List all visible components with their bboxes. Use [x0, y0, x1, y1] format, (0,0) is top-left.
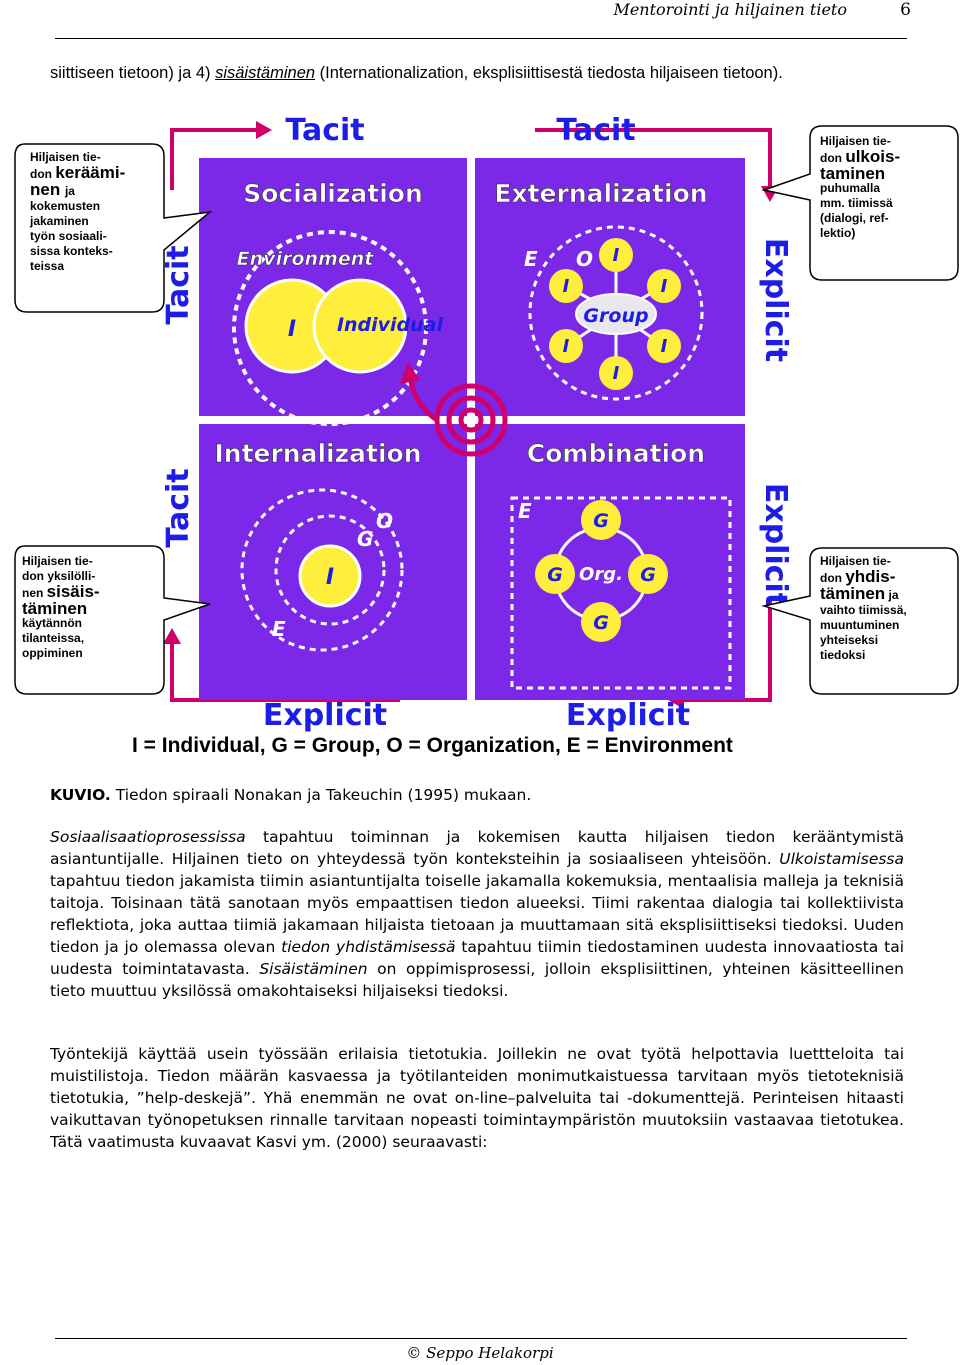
org-node-g-2: G: [547, 564, 563, 586]
combination-e-label: E: [518, 499, 532, 523]
callout-internalization: Hiljaisen tie- don yksilölli- nen sisäis…: [22, 554, 162, 661]
axis-label-right-bottom: Explicit: [758, 483, 793, 607]
page-header: Mentorointi ja hiljainen tieto 6: [55, 0, 907, 39]
footer-rule: [55, 1338, 907, 1339]
figure-legend: I = Individual, G = Group, O = Organizat…: [132, 734, 733, 758]
intro-term: sisäistäminen: [215, 64, 315, 82]
page-footer: © Seppo Helakorpi: [0, 1344, 960, 1362]
group-node-i-4: I: [613, 363, 620, 384]
body-paragraph-2: Työntekijä käyttää usein työssään erilai…: [50, 1043, 904, 1153]
title-combination: Combination: [527, 439, 705, 468]
group-node-i-5: I: [563, 336, 570, 357]
org-label: Org.: [579, 564, 623, 585]
axis-label-bottom-right: Explicit: [566, 698, 690, 733]
individual-label: Individual: [337, 314, 444, 336]
body-paragraph-1: Sosiaalisaatioprosessissa tapahtuu toimi…: [50, 826, 904, 1002]
figure-caption: KUVIO. Tiedon spiraali Nonakan ja Takeuc…: [50, 786, 531, 804]
axis-label-left-bottom: Tacit: [161, 468, 196, 547]
axis-label-bottom-left: Explicit: [263, 698, 387, 733]
environment-label: Environment: [237, 248, 375, 270]
title-externalization: Externalization: [494, 179, 707, 208]
individual-i-1: I: [288, 317, 296, 342]
callout-externalization: Hiljaisen tie- don ulkois- taminen puhum…: [820, 134, 955, 241]
org-node-g-3: G: [640, 564, 656, 586]
header-title: Mentorointi ja hiljainen tieto: [613, 0, 847, 19]
title-socialization: Socialization: [243, 179, 423, 208]
org-node-g-1: G: [593, 510, 609, 532]
group-node-i-2: I: [661, 276, 668, 297]
externalization-e-label: E: [524, 247, 538, 271]
group-node-i-3: I: [661, 336, 668, 357]
callout-socialization: Hiljaisen tie- don keräämi- nen ja kokem…: [30, 150, 160, 274]
internalization-o-label: O: [376, 509, 393, 533]
axis-label-left-top: Tacit: [161, 245, 196, 324]
title-internalization: Internalization: [214, 439, 421, 468]
axis-label-top-right: Tacit: [556, 113, 635, 148]
axis-label-right-top: Explicit: [758, 238, 793, 362]
group-label: Group: [583, 305, 648, 327]
internalization-i-label: I: [326, 565, 334, 590]
internalization-e-label: E: [272, 617, 286, 641]
page-number: 6: [900, 0, 911, 20]
externalization-o-label: O: [576, 247, 593, 271]
group-node-i-6: I: [563, 276, 570, 297]
axis-label-top-left: Tacit: [285, 113, 364, 148]
group-node-i-1: I: [613, 245, 620, 266]
internalization-g-label: G: [357, 527, 373, 551]
knowledge-spiral-figure: Tacit Tacit Explicit Explicit Tacit Taci…: [0, 100, 960, 800]
callout-combination: Hiljaisen tie- don yhdis- täminen ja vai…: [820, 554, 955, 663]
org-node-g-4: G: [593, 612, 609, 634]
intro-paragraph: siittiseen tietoon) ja 4) sisäistäminen …: [50, 62, 904, 84]
